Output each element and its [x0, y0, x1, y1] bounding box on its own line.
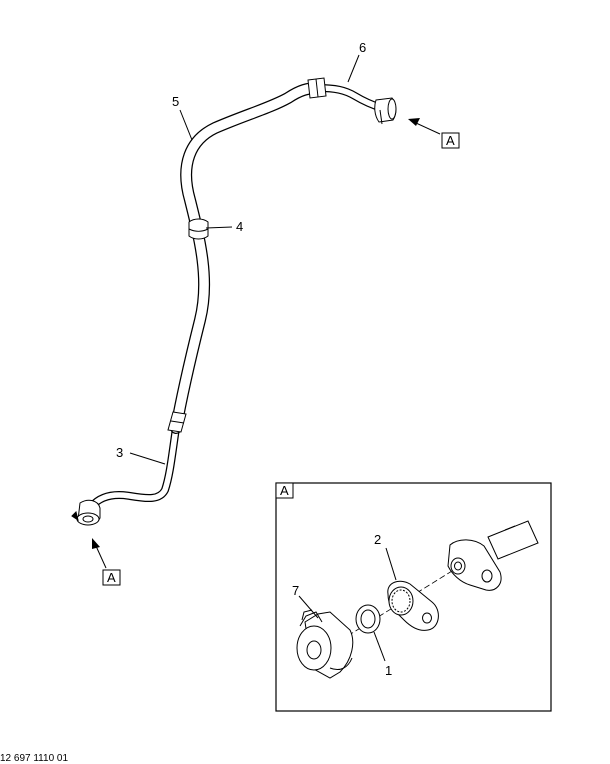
leader-3 [129, 452, 166, 465]
leader-1 [373, 631, 386, 662]
view-label-bottom-left: A [107, 570, 116, 585]
leader-7 [298, 595, 319, 619]
upper-end-fitting [374, 97, 397, 125]
view-label-top-right: A [446, 133, 455, 148]
callout-2: 2 [374, 532, 381, 547]
leader-5 [179, 109, 193, 141]
figure-reference-number: 12 697 1110 01 [0, 753, 69, 764]
leader-4 [205, 226, 233, 229]
lower-end-fitting [71, 499, 101, 526]
hose-body-fill [171, 83, 323, 433]
detail-view-frame [275, 482, 552, 712]
callout-3: 3 [116, 445, 123, 460]
callout-1: 1 [385, 663, 392, 678]
detail-cap [296, 609, 354, 679]
hose-assembly [88, 82, 386, 510]
detail-view-label: A [280, 483, 289, 498]
hose-clamp [188, 218, 209, 240]
callout-6: 6 [359, 40, 366, 55]
tube-lower-fill [89, 425, 179, 509]
leader-2 [385, 547, 397, 581]
view-label-box-top-right [441, 132, 460, 149]
view-arrow-bottom-left [92, 538, 107, 569]
detail-view-label-box [275, 482, 294, 499]
view-label-box-bottom-left [102, 569, 121, 586]
callout-4: 4 [236, 219, 243, 234]
lower-ferrule [167, 411, 187, 433]
leader-6 [347, 54, 360, 83]
callout-7: 7 [292, 583, 299, 598]
leader-lines [129, 54, 360, 465]
tube-upper-fill [315, 85, 385, 111]
upper-ferrule [307, 77, 327, 99]
detail-tube-fitting [447, 520, 539, 591]
view-arrow-top-right [408, 118, 441, 135]
detail-washer [355, 604, 381, 634]
detail-gasket [387, 580, 439, 631]
detail-leader-lines [298, 547, 397, 662]
callout-5: 5 [172, 94, 179, 109]
